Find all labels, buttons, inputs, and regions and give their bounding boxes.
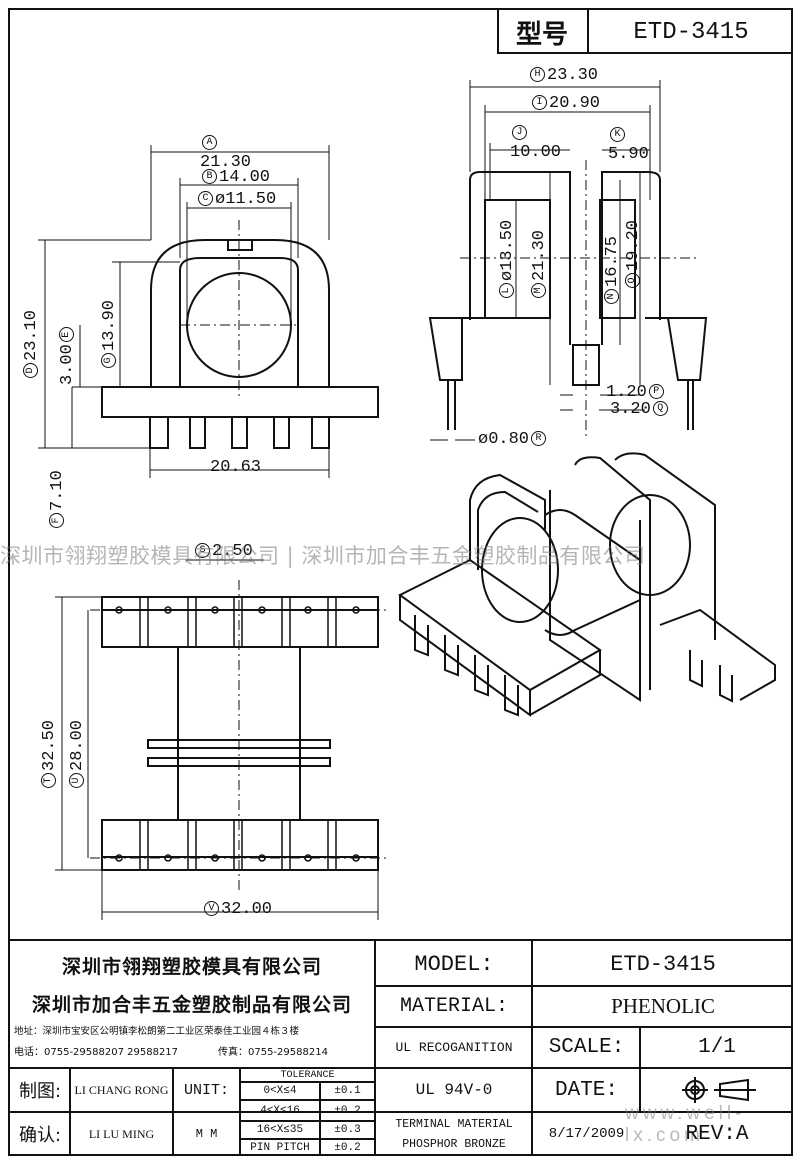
tolerance-value-4: ±0.2	[334, 1141, 361, 1154]
bottom-view	[101, 596, 379, 871]
material-label: MATERIAL:	[399, 995, 509, 1018]
dim-l: Lø13.50	[498, 220, 517, 300]
terminal-label: TERMINAL MATERIAL	[395, 1117, 513, 1131]
dim-n: N16.75	[603, 236, 622, 306]
company-name-1: 深圳市翎翔塑胶模具有限公司	[61, 955, 322, 978]
projection-symbol-icon	[682, 1077, 756, 1103]
isometric-view	[398, 452, 776, 717]
unit-label: UNIT:	[183, 1081, 229, 1099]
dim-g: G13.90	[100, 300, 119, 370]
tolerance-title: TOLERANCE	[280, 1069, 335, 1081]
model-label: MODEL:	[414, 951, 494, 977]
tolerance-range-1: 0<X≤4	[263, 1085, 297, 1097]
dimension-lines	[38, 80, 661, 920]
rev-label: REV:A	[685, 1122, 749, 1146]
company-phone: 电话：0755-29588207 29588217	[14, 1046, 179, 1058]
tolerance-range-4: PIN PITCH	[250, 1141, 310, 1154]
date-value: 8/17/2009	[548, 1126, 625, 1142]
center-lines	[90, 160, 700, 890]
company-address: 地址：深圳市宝安区公明镇李松朗第二工业区荣泰佳工业园４栋３楼	[14, 1026, 300, 1037]
header-model-label: 型号	[497, 10, 589, 54]
side-view	[428, 171, 708, 430]
header-model-box	[497, 8, 793, 54]
drawn-label: 制图:	[18, 1081, 62, 1102]
header-model-value: ETD-3415	[633, 18, 749, 46]
company-fax: 传真：0755-29588214	[218, 1046, 328, 1058]
dim-d: D23.10	[22, 310, 41, 380]
tolerance-value-1: ±0.1	[334, 1085, 361, 1097]
dim-bottom-front: 20.63	[210, 458, 262, 477]
ul-value: UL 94V-0	[415, 1081, 493, 1099]
scale-value: 1/1	[698, 1036, 736, 1059]
watermark-company-band: 深圳市翎翔塑胶模具有限公司 | 深圳市加合丰五金塑胶制品有限公司	[0, 544, 646, 568]
front-view	[101, 239, 379, 449]
dim-t: T32.50	[40, 720, 59, 790]
checked-by: LI LU MING	[88, 1126, 155, 1141]
dim-e: 3.00E	[58, 325, 77, 385]
company-name-2: 深圳市加合丰五金塑胶制品有限公司	[31, 993, 352, 1016]
model-value: ETD-3415	[610, 951, 716, 977]
date-label: DATE:	[554, 1078, 618, 1102]
title-block-grid	[8, 939, 793, 1156]
tolerance-range-2: 4<X≤16	[260, 1104, 300, 1117]
unit-value: M M	[195, 1127, 218, 1141]
dim-u: U28.00	[68, 720, 87, 790]
terminal-value: PHOSPHOR BRONZE	[402, 1137, 506, 1151]
dim-f: F7.10	[48, 470, 67, 530]
material-value: PHENOLIC	[611, 994, 715, 1018]
tolerance-range-3: 16<X≤35	[256, 1124, 304, 1136]
drawn-by: LI CHANG RONG	[74, 1082, 169, 1097]
checked-label: 确认:	[18, 1125, 62, 1146]
tolerance-value-2: ±0.2	[334, 1104, 361, 1117]
scale-label: SCALE:	[548, 1036, 625, 1059]
tolerance-value-3: ±0.3	[334, 1124, 361, 1136]
drawing-frame	[8, 8, 793, 1156]
ul-label: UL RECOGANITION	[395, 1040, 513, 1055]
dim-m: M21.30	[530, 230, 549, 300]
dim-o: O19.20	[624, 220, 643, 290]
watermark-url: www.well-lx.com	[625, 1103, 746, 1146]
